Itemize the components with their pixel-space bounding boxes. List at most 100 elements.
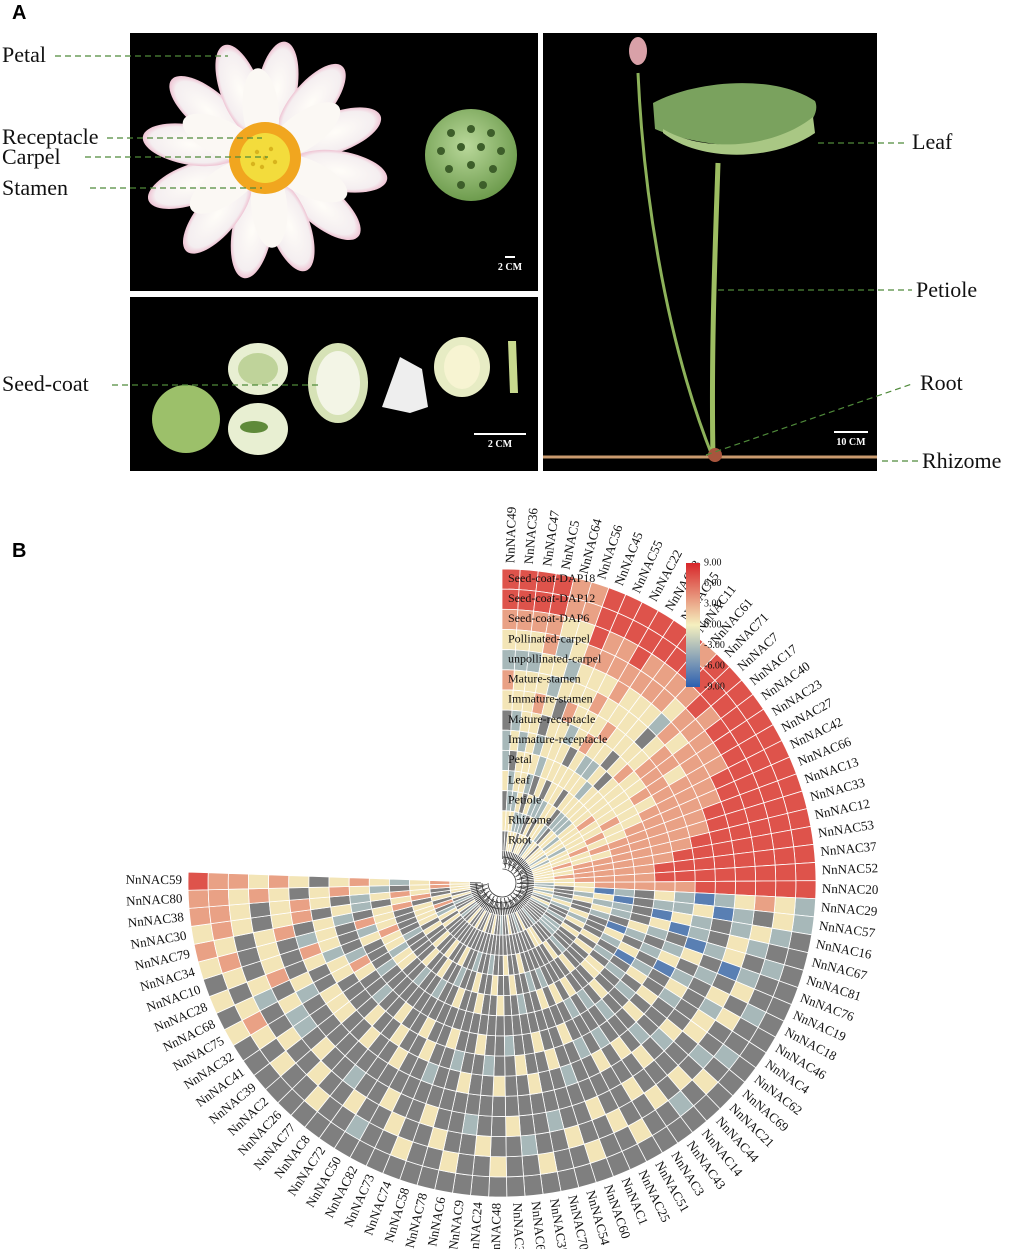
gene-label: NnNAC31 [510, 1202, 527, 1249]
dendrogram-branch [471, 889, 480, 893]
dendrogram-branch [515, 868, 532, 877]
heatmap-cell [733, 851, 756, 869]
heatmap-cell [520, 1133, 539, 1157]
tissue-label: Leaf [508, 772, 530, 786]
heatmap-cell [494, 1035, 506, 1057]
heatmap-cell [449, 880, 471, 885]
dendrogram-branch [474, 890, 490, 901]
dendrogram-branch [522, 879, 534, 882]
heatmap-cell [207, 888, 230, 908]
heatmap-cell [210, 920, 235, 941]
heatmap-cell [288, 875, 310, 889]
heatmap-cell [573, 876, 595, 883]
tissue-label: Immature-stamen [508, 692, 593, 706]
dendrogram-branch [483, 902, 489, 910]
dendrogram-branch [524, 889, 533, 894]
dendrogram-branch [516, 860, 525, 869]
heatmap-cell [634, 872, 656, 883]
heatmap-cell [505, 1115, 521, 1137]
seed-illustration [152, 337, 518, 455]
dendrogram-branch [470, 884, 488, 887]
gene-label: NnNAC53 [817, 817, 875, 840]
heatmap-cell [268, 874, 290, 889]
dendrogram-branch [490, 905, 494, 914]
heatmap-cell [753, 895, 776, 913]
heatmap-cell [504, 1055, 517, 1077]
dendrogram-branch [508, 852, 513, 864]
dendrogram-branch [470, 887, 482, 891]
plant-photo: 10 CM [543, 33, 877, 471]
tissue-label: Seed-coat-DAP18 [508, 571, 595, 585]
heatmap-cell [493, 1055, 506, 1077]
dendrogram-branch [507, 853, 516, 870]
heatmap-cell [506, 1175, 526, 1198]
heatmap-cell [793, 843, 816, 865]
legend-color-bar [686, 563, 700, 687]
dendrogram-branch [519, 894, 529, 902]
dendrogram-branch [521, 872, 533, 877]
gene-label: NnNAC37 [820, 838, 878, 858]
heatmap-cell [389, 878, 411, 886]
dendrogram-branch [516, 886, 534, 892]
gene-label: NnNAC20 [822, 881, 879, 897]
heatmap-cell [539, 1171, 562, 1195]
heatmap-cell [714, 880, 736, 896]
heatmap-cell [368, 877, 390, 887]
dendrogram-branch [521, 864, 529, 870]
heatmap-cell [288, 898, 312, 913]
color-legend: 9.006.003.000.00-3.00-6.00-9.00 [686, 557, 725, 692]
heatmap-cell [504, 1095, 520, 1117]
dendrogram-branch [485, 895, 495, 911]
dendrogram-branch [479, 893, 492, 907]
heatmap-cell [694, 868, 716, 882]
heatmap-cell [207, 872, 229, 891]
heatmap-cell [308, 875, 330, 888]
tissue-label: Seed-coat-DAP12 [508, 591, 595, 605]
dendrogram-arc [487, 868, 517, 898]
heatmap-cell [753, 848, 776, 867]
dendrogram-branch [473, 891, 484, 898]
flower-scale-bar: 2 CM [490, 256, 530, 273]
heatmap-cell [523, 1173, 544, 1197]
heatmap-cell [478, 1094, 494, 1117]
heatmap-cell [489, 1135, 507, 1158]
dendrogram-branch [515, 889, 531, 899]
dendrogram-branch [513, 892, 527, 905]
legend-tick-label: 0.00 [704, 619, 722, 630]
heatmap-cell [514, 1054, 528, 1077]
legend-tick-label: -3.00 [704, 640, 725, 651]
heatmap-cell [248, 887, 270, 904]
heatmap-cell [790, 825, 815, 848]
heatmap-cell [773, 896, 796, 916]
dendrogram-branch [507, 903, 512, 914]
heatmap-cell [773, 846, 796, 866]
plant-illustration [543, 37, 877, 462]
tissue-label: Pollinated-carpel [508, 631, 591, 645]
gene-label: NnNAC48 [488, 1203, 504, 1249]
heatmap-cell [187, 889, 210, 909]
gene-label: NnNAC65 [529, 1200, 550, 1249]
tissue-label: Root [508, 833, 532, 847]
heatmap-cell [734, 865, 756, 882]
dendrogram-branch [503, 851, 506, 863]
dendrogram-branch [510, 857, 523, 872]
dendrogram-branch [499, 897, 502, 915]
heatmap-cell [348, 885, 371, 896]
heatmap-cell [674, 881, 696, 894]
dendrogram-branch [473, 894, 482, 900]
heatmap-cell [518, 1113, 536, 1137]
gene-label: NnNAC36 [521, 507, 541, 565]
seed-scale-label: 2 CM [487, 438, 513, 450]
heatmap-cell [288, 887, 310, 901]
dendrogram-branch [495, 903, 499, 915]
stamen-label: Stamen [2, 175, 68, 200]
heatmap-cell [348, 877, 370, 887]
legend-tick-label: -6.00 [704, 661, 725, 672]
dendrogram-branch [507, 851, 511, 860]
tissue-label: Petal [508, 752, 533, 766]
tissue-label: unpollinated-carpel [508, 651, 602, 665]
gene-label: NnNAC24 [466, 1201, 485, 1249]
dendrogram-branch [519, 865, 530, 873]
heatmap-cell [503, 1035, 516, 1057]
heatmap-cell [328, 886, 351, 898]
